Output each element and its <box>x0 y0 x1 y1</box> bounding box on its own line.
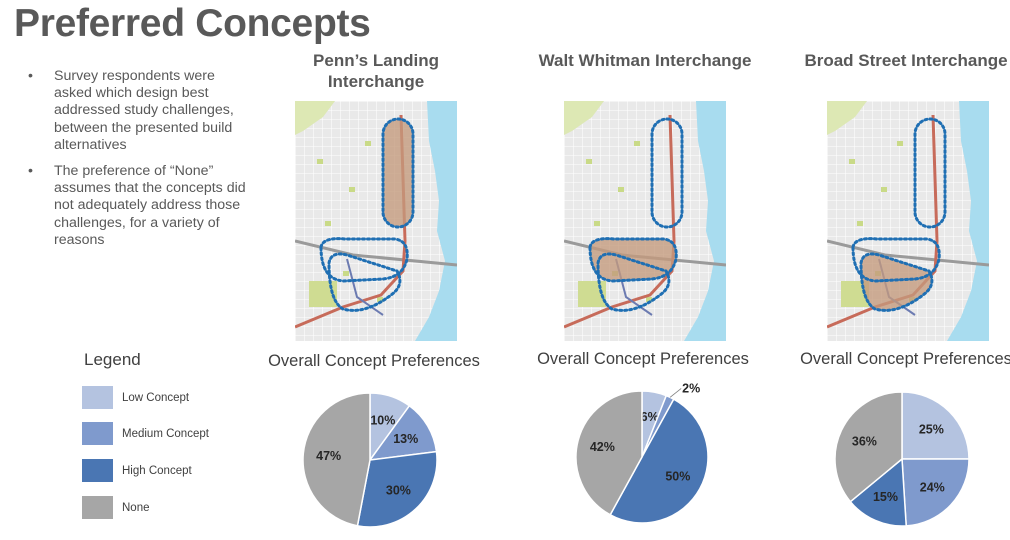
bullet-item: • Survey respondents were asked which des… <box>28 68 250 154</box>
pie-label: 2% <box>682 381 700 395</box>
bullet-symbol: • <box>28 163 33 180</box>
pie-leader-line <box>669 388 682 398</box>
pie-label: 24% <box>920 480 945 494</box>
pie-slice-low-concept <box>901 391 970 460</box>
pie-label: 50% <box>665 470 690 484</box>
bullet-list: • Survey respondents were asked which des… <box>28 68 250 258</box>
legend-swatch <box>82 386 113 409</box>
legend-swatch <box>82 459 113 482</box>
legend-item-high: High Concept <box>82 459 192 482</box>
map-illustration <box>826 101 990 341</box>
bullet-item: • The preference of “None” assumes that t… <box>28 163 250 249</box>
pie-chart-walt-whitman: 6% 2% 50% 42% <box>532 381 752 540</box>
legend-swatch <box>82 422 113 445</box>
pie-label: 36% <box>852 434 877 448</box>
study-area-outline <box>381 117 415 229</box>
pie-title: Overall Concept Preferences <box>800 350 1010 368</box>
study-area-outline <box>588 237 678 283</box>
map-walt-whitman <box>563 101 727 341</box>
map-illustration <box>563 101 727 341</box>
pie-title: Overall Concept Preferences <box>268 352 480 370</box>
legend-item-low: Low Concept <box>82 386 189 409</box>
legend-label: Medium Concept <box>122 427 209 440</box>
legend-title: Legend <box>84 350 141 369</box>
pie-label: 15% <box>873 490 898 504</box>
pie-svg: 25% 24% 15% 36% <box>834 391 970 527</box>
pie-svg: 10% 13% 30% 47% <box>302 392 438 528</box>
pie-label: 10% <box>370 413 395 427</box>
pie-slice-high-concept <box>356 450 438 528</box>
bullet-text: The preference of “None” assumes that th… <box>54 163 246 248</box>
pie-title: Overall Concept Preferences <box>537 350 749 368</box>
map-broad-street <box>826 101 990 341</box>
bullet-text: Survey respondents were asked which desi… <box>54 68 234 153</box>
pie-label: 13% <box>393 432 418 446</box>
map-illustration <box>294 101 458 341</box>
pie-slice-high-concept <box>609 398 709 524</box>
legend-label: Low Concept <box>122 391 190 404</box>
pie-chart-penns-landing: 10% 13% 30% 47% <box>260 391 480 540</box>
legend-item-none: None <box>82 496 150 519</box>
pie-label: 25% <box>919 423 944 437</box>
bullet-symbol: • <box>28 68 33 84</box>
study-area-outline <box>327 252 402 312</box>
pie-slice-none <box>302 392 371 527</box>
study-area-outline <box>913 117 947 229</box>
pie-svg: 6% 2% 50% 42% <box>575 381 709 524</box>
legend-label: None <box>122 501 150 514</box>
legend-swatch <box>82 496 113 519</box>
legend-label: High Concept <box>122 464 192 477</box>
pie-slice-medium-concept <box>368 404 438 461</box>
pie-slice-none <box>834 391 903 503</box>
pie-label: 47% <box>316 449 341 463</box>
pie-label: 30% <box>386 483 411 497</box>
pie-chart-broad-street: 25% 24% 15% 36% <box>792 391 1010 540</box>
study-area-outline <box>851 237 941 283</box>
pie-slice-medium-concept <box>901 458 970 527</box>
map-penns-landing <box>294 101 458 341</box>
column-title-penns-landing: Penn’s Landing Interchange <box>313 51 439 91</box>
pie-slice-high-concept <box>849 457 908 527</box>
study-area-outline <box>596 252 671 312</box>
study-area-outline <box>859 252 934 312</box>
study-area-outline <box>319 237 409 283</box>
pie-label: 42% <box>590 440 615 454</box>
pie-slice-none <box>575 390 643 516</box>
legend-item-medium: Medium Concept <box>82 422 209 445</box>
column-title-walt-whitman: Walt Whitman Interchange <box>538 51 752 70</box>
page-title: Preferred Concepts <box>14 2 371 45</box>
column-title-broad-street: Broad Street Interchange <box>804 51 1008 70</box>
study-area-outline <box>650 117 684 229</box>
pie-label: 6% <box>641 410 659 424</box>
